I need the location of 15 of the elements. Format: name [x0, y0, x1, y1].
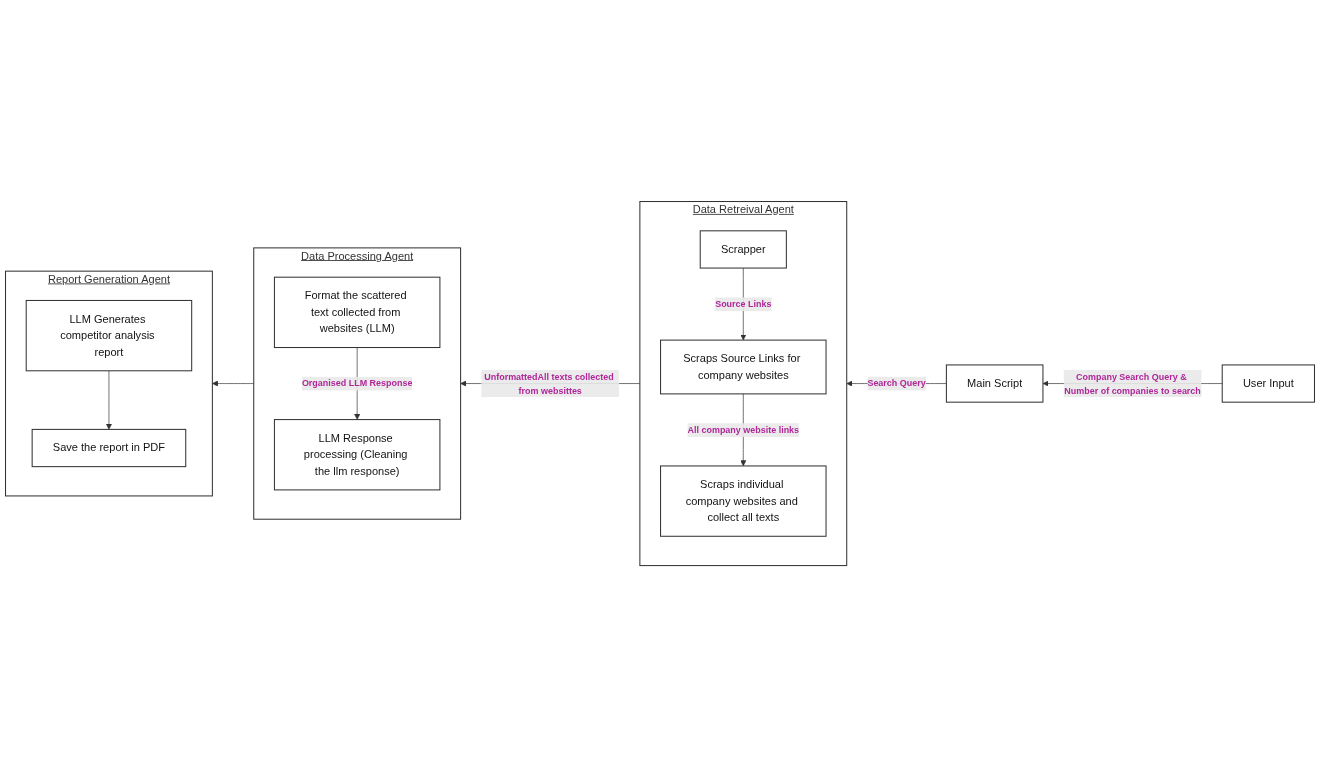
- edge-label: Source Links: [715, 298, 772, 310]
- node-box: Scrapper: [699, 230, 787, 269]
- edge-label: All company website links: [687, 424, 800, 435]
- node-box: Save the report in PDF: [31, 428, 187, 468]
- node-box: LLM Generates competitor analysis report: [25, 299, 193, 372]
- node-box: Scraps individual company websites and collect all texts: [660, 465, 827, 537]
- node-box: Format the scattered text collected from websites (LLM): [273, 276, 441, 348]
- edge-label: Organised LLM Response: [301, 378, 413, 389]
- node-box: Main Script: [945, 364, 1044, 403]
- node-box: Scraps Source Links for company websites: [660, 339, 827, 395]
- edge-label: UnformattedAll texts collected from websittes: [484, 371, 614, 396]
- node-box: User Input: [1221, 364, 1315, 403]
- edge-label: Company Search Query & Number of companies to search: [1064, 371, 1201, 396]
- node-box: LLM Response processing (Cleaning the llm response): [273, 419, 441, 491]
- edge-label: Search Query: [867, 378, 926, 389]
